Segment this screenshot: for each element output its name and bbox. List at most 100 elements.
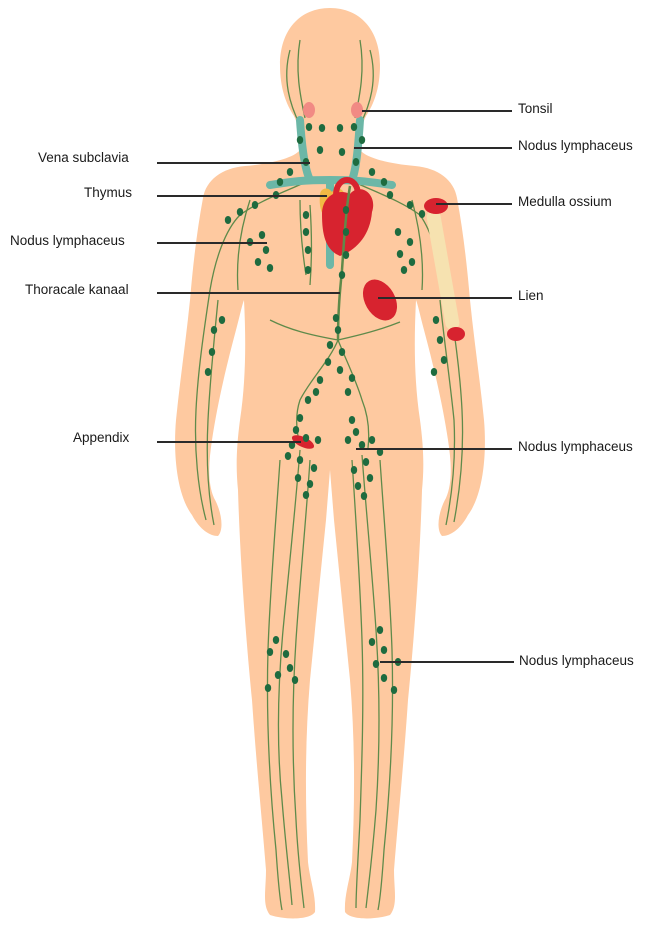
leader-vena-subclavia [157, 162, 310, 164]
lymph-node-icon [267, 264, 273, 272]
leader-nodus-groin [356, 448, 512, 450]
leader-lien [378, 297, 512, 299]
label-medulla-ossium: Medulla ossium [518, 194, 612, 210]
lymph-node-icon [265, 684, 271, 692]
lymph-node-icon [345, 388, 351, 396]
lymph-node-icon [325, 358, 331, 366]
lymph-node-icon [273, 636, 279, 644]
leader-thymus [157, 195, 327, 197]
lymph-node-icon [401, 266, 407, 274]
lymph-node-icon [275, 671, 281, 679]
lymph-node-icon [287, 664, 293, 672]
label-thoracale-kanaal: Thoracale kanaal [25, 282, 129, 298]
label-nodus-neck: Nodus lymphaceus [518, 138, 633, 154]
lymph-node-icon [303, 228, 309, 236]
lymph-node-icon [391, 686, 397, 694]
lymph-node-icon [313, 388, 319, 396]
lymph-node-icon [317, 146, 323, 154]
lymph-node-icon [252, 201, 258, 209]
lymph-node-icon [211, 326, 217, 334]
lymph-node-icon [361, 492, 367, 500]
lymph-node-icon [315, 436, 321, 444]
lymph-node-icon [381, 646, 387, 654]
lymph-node-icon [225, 216, 231, 224]
lymph-node-icon [339, 148, 345, 156]
lymph-node-icon [407, 238, 413, 246]
lymph-node-icon [433, 316, 439, 324]
lymph-node-icon [335, 326, 341, 334]
lymph-node-icon [263, 246, 269, 254]
lymph-node-icon [317, 376, 323, 384]
human-body-silhouette [175, 8, 485, 918]
label-nodus-knee: Nodus lymphaceus [519, 653, 634, 669]
lymph-node-icon [285, 452, 291, 460]
lymph-node-icon [219, 316, 225, 324]
lymph-node-icon [353, 158, 359, 166]
lymph-node-icon [367, 474, 373, 482]
lymph-node-icon [237, 208, 243, 216]
label-tonsil: Tonsil [518, 101, 553, 117]
leader-medulla-ossium [436, 203, 512, 205]
lymph-node-icon [297, 456, 303, 464]
lymph-node-icon [419, 210, 425, 218]
lymph-node-icon [349, 374, 355, 382]
lymph-node-icon [397, 250, 403, 258]
lymph-node-icon [305, 266, 311, 274]
lymph-node-icon [292, 676, 298, 684]
lymph-node-icon [395, 228, 401, 236]
lymph-node-icon [293, 426, 299, 434]
lymph-node-icon [283, 650, 289, 658]
lymph-node-icon [303, 434, 309, 442]
lymph-node-icon [343, 206, 349, 214]
lymph-node-icon [255, 258, 261, 266]
label-nodus-groin: Nodus lymphaceus [518, 439, 633, 455]
lymph-node-icon [381, 674, 387, 682]
lymph-node-icon [353, 428, 359, 436]
lymph-node-icon [409, 258, 415, 266]
lymph-node-icon [343, 251, 349, 259]
lymph-node-icon [205, 368, 211, 376]
leader-thoracale-kanaal [157, 292, 340, 294]
lymph-node-icon [333, 314, 339, 322]
lymph-node-icon [303, 491, 309, 499]
leader-nodus-neck [354, 147, 512, 149]
lymph-node-icon [387, 191, 393, 199]
lymph-node-icon [303, 211, 309, 219]
lymph-node-icon [295, 474, 301, 482]
lymph-node-icon [305, 396, 311, 404]
lymph-node-icon [407, 201, 413, 209]
lymph-node-icon [311, 464, 317, 472]
label-lien: Lien [518, 288, 544, 304]
lymph-node-icon [377, 626, 383, 634]
leader-appendix [157, 441, 301, 443]
lymph-node-icon [351, 123, 357, 131]
lymph-node-icon [277, 178, 283, 186]
lymph-node-icon [305, 246, 311, 254]
leader-nodus-knee [380, 661, 514, 663]
lymph-node-icon [209, 348, 215, 356]
label-appendix: Appendix [73, 430, 129, 446]
lymph-node-icon [437, 336, 443, 344]
lymph-node-icon [339, 348, 345, 356]
lymph-node-icon [369, 168, 375, 176]
label-thymus: Thymus [84, 185, 132, 201]
lymph-node-icon [381, 178, 387, 186]
lymph-node-icon [337, 124, 343, 132]
lymph-node-icon [287, 168, 293, 176]
leader-nodus-axilla [157, 242, 267, 244]
lymph-node-icon [319, 124, 325, 132]
lymph-node-icon [359, 136, 365, 144]
lymph-node-icon [351, 466, 357, 474]
lymph-node-icon [343, 228, 349, 236]
lymph-node-icon [355, 482, 361, 490]
lymph-node-icon [297, 414, 303, 422]
tonsil-icon [303, 102, 315, 118]
lymph-node-icon [369, 638, 375, 646]
lymph-node-icon [363, 458, 369, 466]
lymph-node-icon [259, 231, 265, 239]
lymph-node-icon [307, 480, 313, 488]
leader-tonsil [362, 110, 512, 112]
lymph-node-icon [327, 341, 333, 349]
lymph-node-icon [431, 368, 437, 376]
lymph-node-icon [306, 123, 312, 131]
